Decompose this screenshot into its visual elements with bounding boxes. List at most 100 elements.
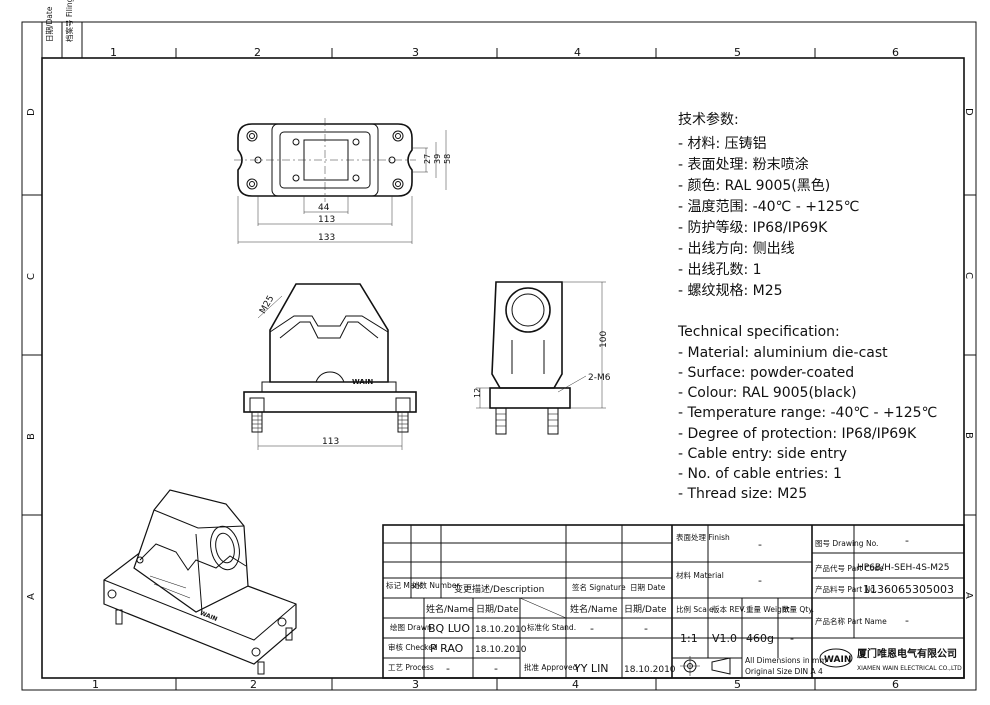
company-en: XIAMEN WAIN ELECTRICAL CO.,LTD bbox=[857, 665, 962, 672]
drawn-date: 18.10.2010 bbox=[475, 625, 527, 635]
row-a-right: A bbox=[963, 592, 974, 599]
row-c-left: C bbox=[26, 273, 37, 280]
spec-en-item: - Colour: RAL 9005(black) bbox=[678, 385, 857, 401]
material-value: - bbox=[758, 574, 762, 587]
col-4-top: 4 bbox=[574, 46, 581, 59]
front-brand: WAIN bbox=[352, 378, 373, 386]
col-2-bottom: 2 bbox=[250, 678, 257, 691]
spec-en-item: - No. of cable entries: 1 bbox=[678, 466, 842, 482]
finish-value: - bbox=[758, 538, 762, 551]
title-block: 标记 Mark 处数 Number 变更描述/Description 签名 Si… bbox=[382, 524, 965, 679]
part-code-value: HP6B/H-SEH-4S-M25 bbox=[857, 563, 949, 573]
row-b-right: B bbox=[963, 432, 974, 439]
drawn-name: BQ LUO bbox=[428, 622, 470, 635]
drawing-no-label: 图号 Drawing No. bbox=[815, 539, 878, 548]
spec-cn-item: - 防护等级: IP68/IP69K bbox=[678, 219, 828, 236]
spec-en-title: Technical specification: bbox=[677, 324, 840, 340]
row-d-right: D bbox=[963, 108, 974, 116]
process-date: - bbox=[494, 662, 498, 675]
side-view: 100 2-M6 12 bbox=[473, 281, 611, 435]
dim-12: 12 bbox=[473, 388, 482, 398]
top-view: 44 113 133 27 39 58 bbox=[234, 118, 452, 244]
row-a-left: A bbox=[26, 593, 37, 600]
filing-block: 日期/Date 档案号 Filing Clerk bbox=[41, 0, 102, 59]
part-name-value: - bbox=[905, 614, 909, 627]
checked-label: 审核 Checked bbox=[388, 642, 438, 652]
approved-label: 批准 Approved bbox=[524, 662, 578, 672]
row-grid: D C B A D C B A bbox=[22, 108, 976, 600]
sign-header-date2: 日期/Date bbox=[624, 604, 667, 615]
sign-header-date: 日期/Date bbox=[476, 604, 519, 615]
side-screw-label: 2-M6 bbox=[588, 373, 611, 383]
dims-note-1: All Dimensions in mm bbox=[745, 656, 827, 665]
weight-label: 重量 Weight bbox=[746, 605, 790, 614]
col-6-bottom: 6 bbox=[892, 678, 899, 691]
scale-value: 1:1 bbox=[680, 632, 698, 645]
qty-label: 数量 Qty. bbox=[782, 604, 814, 614]
rev-header-description: 变更描述/Description bbox=[454, 583, 544, 595]
projection-cone-icon bbox=[711, 657, 731, 675]
dim-133: 133 bbox=[318, 233, 335, 243]
spec-cn-item: - 螺纹规格: M25 bbox=[678, 283, 783, 299]
row-c-right: C bbox=[963, 272, 974, 279]
part-no-label: 产品料号 Part No. bbox=[815, 584, 877, 594]
weight-value: 460g bbox=[746, 632, 774, 645]
sign-header-name: 姓名/Name bbox=[426, 603, 474, 615]
dim-44: 44 bbox=[318, 203, 330, 213]
front-thread-label: M25 bbox=[258, 294, 276, 316]
qty-value: - bbox=[790, 632, 794, 645]
spec-en-item: - Surface: powder-coated bbox=[678, 365, 854, 381]
drawn-std-value: - bbox=[590, 622, 594, 635]
col-6-top: 6 bbox=[892, 46, 899, 59]
dim-39: 39 bbox=[433, 154, 442, 164]
dim-100: 100 bbox=[599, 331, 609, 348]
dims-note-2: Original Size DIN A 4 bbox=[745, 667, 823, 676]
col-1-top: 1 bbox=[110, 46, 117, 59]
dim-27: 27 bbox=[423, 154, 432, 164]
part-name-label: 产品名称 Part Name bbox=[815, 616, 887, 626]
sign-header-name2: 姓名/Name bbox=[570, 603, 618, 615]
spec-cn-item: - 颜色: RAL 9005(黑色) bbox=[678, 177, 830, 194]
company-cn: 厦门唯恩电气有限公司 bbox=[857, 647, 957, 660]
col-4-bottom: 4 bbox=[572, 678, 579, 691]
drawn-label: 绘图 Drawn bbox=[390, 622, 432, 632]
process-label: 工艺 Process bbox=[388, 663, 434, 672]
isometric-view: WAIN bbox=[103, 489, 297, 675]
spec-cn-item: - 材料: 压铸铝 bbox=[678, 136, 767, 152]
spec-cn-item: - 表面处理: 粉末喷涂 bbox=[678, 157, 809, 173]
spec-cn-item: - 出线孔数: 1 bbox=[678, 262, 762, 278]
outer-frame bbox=[21, 21, 977, 691]
col-3-bottom: 3 bbox=[412, 678, 419, 691]
checked-name: P RAO bbox=[430, 642, 464, 655]
spec-en-item: - Material: aluminium die-cast bbox=[678, 345, 888, 361]
front-view: WAIN M25 113 bbox=[243, 283, 417, 450]
drawing-no-value: - bbox=[905, 534, 909, 547]
part-no-value: 1136065305003 bbox=[863, 583, 954, 596]
row-b-left: B bbox=[26, 433, 37, 440]
logo-text: WAIN bbox=[824, 655, 851, 665]
rev-header-signature: 签名 Signature bbox=[572, 582, 626, 592]
spec-cn-item: - 温度范围: -40℃ - +125℃ bbox=[678, 198, 859, 215]
spec-en-item: - Degree of protection: IP68/IP69K bbox=[678, 426, 917, 442]
spec-cn: 技术参数: - 材料: 压铸铝 - 表面处理: 粉末喷涂 - 颜色: RAL 9… bbox=[678, 111, 859, 299]
spec-cn-title: 技术参数: bbox=[678, 111, 739, 128]
date-label: 日期/Date bbox=[45, 6, 54, 42]
rev-header-mark: 标记 Mark bbox=[386, 580, 423, 590]
dim-113-front: 113 bbox=[322, 437, 339, 447]
material-label: 材料 Material bbox=[676, 570, 724, 580]
col-2-top: 2 bbox=[254, 46, 261, 59]
approved-name: YY LIN bbox=[573, 662, 609, 675]
spec-en-item: - Thread size: M25 bbox=[678, 486, 807, 502]
drawn-d-value: - bbox=[644, 622, 648, 635]
dim-58: 58 bbox=[443, 154, 452, 164]
col-5-top: 5 bbox=[734, 46, 741, 59]
wain-logo-icon bbox=[819, 648, 853, 668]
scale-label: 比例 Scale bbox=[676, 604, 714, 614]
checked-date: 18.10.2010 bbox=[475, 645, 527, 655]
spec-cn-item: - 出线方向: 侧出线 bbox=[678, 241, 795, 257]
finish-label: 表面处理 Finish bbox=[676, 532, 730, 542]
rev-label: 版本 REV. bbox=[712, 604, 746, 614]
rev-header-date: 日期 Date bbox=[630, 583, 666, 592]
spec-en: Technical specification: - Material: alu… bbox=[677, 324, 937, 502]
